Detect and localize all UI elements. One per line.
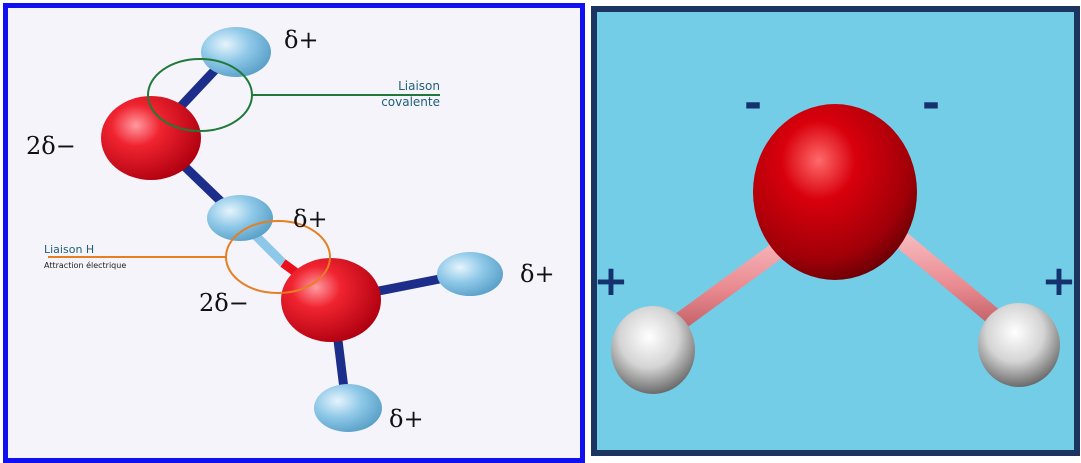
covalent-label-line1: Liaison bbox=[398, 79, 440, 93]
hydrogen-atom-bridge bbox=[207, 195, 273, 241]
water-molecule-diagram: - - + + bbox=[591, 6, 1080, 456]
covalent-bond-circle bbox=[147, 58, 253, 132]
oxygen-atom-lower bbox=[281, 258, 381, 342]
charge-right-hydrogen: δ+ bbox=[520, 260, 555, 288]
hydrogen-atom-bottom bbox=[314, 384, 382, 432]
charge-bottom-hydrogen: δ+ bbox=[389, 405, 424, 433]
hydrogen-atom-right bbox=[437, 252, 503, 296]
charge-minus-left: - bbox=[744, 78, 762, 129]
charge-top-oxygen: 2δ− bbox=[26, 132, 76, 160]
charge-minus-right: - bbox=[922, 78, 940, 129]
charge-top-hydrogen: δ+ bbox=[284, 26, 319, 54]
charge-bridge-hydrogen: δ+ bbox=[293, 205, 328, 233]
hbond-label-line2: Attraction électrique bbox=[44, 260, 126, 270]
oxygen-atom bbox=[753, 104, 917, 280]
oxygen-atom-top bbox=[101, 96, 201, 180]
water-molecule-svg: - - + + bbox=[597, 78, 1074, 394]
charge-lower-oxygen: 2δ− bbox=[199, 289, 249, 317]
hydrogen-atom-right bbox=[978, 303, 1060, 387]
water-dimer-svg: Liaison covalente Liaison H Attraction é… bbox=[26, 26, 555, 433]
charge-plus-left: + bbox=[597, 256, 629, 305]
hbond-label-line1: Liaison H bbox=[44, 243, 94, 256]
charge-plus-right: + bbox=[1041, 256, 1074, 305]
water-dimer-diagram: Liaison covalente Liaison H Attraction é… bbox=[3, 3, 585, 463]
hydrogen-atom-left bbox=[611, 306, 695, 394]
hydrogen-atom-top bbox=[201, 27, 271, 77]
covalent-label-line2: covalente bbox=[381, 95, 440, 109]
